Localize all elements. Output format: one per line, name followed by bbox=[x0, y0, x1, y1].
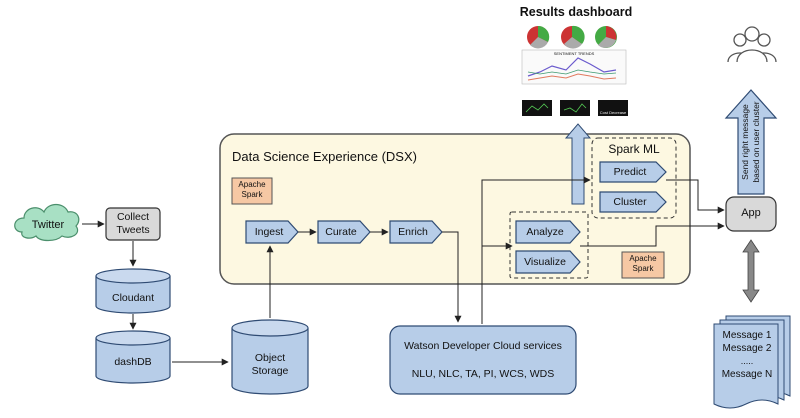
app-box bbox=[725, 196, 777, 232]
watson-box bbox=[389, 325, 577, 395]
apache-spark-box-2 bbox=[621, 251, 665, 279]
message-line-3: ..... bbox=[740, 356, 754, 366]
enrich-label: Enrich bbox=[398, 226, 428, 238]
watson-title: Watson Developer Cloud services bbox=[404, 340, 562, 352]
send-message-text: Send right message based on user cluster bbox=[740, 101, 761, 183]
analyze-chevron bbox=[515, 220, 581, 244]
apache-spark-label: Apache Spark bbox=[238, 180, 266, 199]
enrich-chevron bbox=[389, 220, 443, 244]
dashboard-pies bbox=[527, 25, 617, 49]
cloudant-label: Cloudant bbox=[111, 292, 155, 304]
dashdb-label: dashDB bbox=[114, 356, 152, 368]
users-icon bbox=[727, 26, 777, 63]
cluster-label: Cluster bbox=[613, 196, 647, 208]
app-label: App bbox=[741, 207, 761, 219]
collect-tweets-label: Collect Tweets bbox=[116, 211, 150, 236]
twitter-cloud bbox=[14, 203, 80, 242]
spark-ml-title: Spark ML bbox=[608, 142, 660, 156]
visualize-label: Visualize bbox=[524, 256, 566, 268]
object-storage-cylinder bbox=[231, 319, 309, 395]
ingest-label: Ingest bbox=[254, 226, 284, 238]
predict-label: Predict bbox=[613, 166, 647, 178]
message-line-1: Message 1 bbox=[722, 330, 772, 341]
dashboard-arrow bbox=[564, 123, 592, 205]
dashboard-tiles bbox=[522, 100, 628, 116]
watson-services: NLU, NLC, TA, PI, WCS, WDS bbox=[411, 368, 555, 380]
dashboard-chart-title: SENTIMENT TRENDS bbox=[553, 51, 595, 56]
ingest-chevron bbox=[245, 220, 299, 244]
dashboard-tile-label: Cost Decrease bbox=[599, 110, 627, 115]
send-message-arrow bbox=[724, 89, 778, 195]
analyze-label: Analyze bbox=[526, 226, 564, 238]
cluster-chevron bbox=[599, 191, 667, 213]
curate-label: Curate bbox=[325, 226, 357, 238]
visualize-chevron bbox=[515, 250, 581, 274]
object-storage-label: Object Storage bbox=[251, 352, 289, 377]
apache-spark-box bbox=[231, 177, 273, 205]
apache-spark-label-2: Apache Spark bbox=[629, 254, 657, 273]
message-documents bbox=[713, 315, 791, 409]
app-messages-arrow bbox=[742, 239, 760, 303]
message-line-2: Message 2 bbox=[722, 343, 772, 354]
twitter-label: Twitter bbox=[31, 219, 65, 231]
dashboard-line-chart bbox=[521, 49, 627, 85]
analyze-visualize-container bbox=[509, 211, 589, 279]
results-dashboard-title: Results dashboard bbox=[519, 5, 633, 19]
dashdb-cylinder bbox=[95, 330, 171, 384]
dsx-title: Data Science Experience (DSX) bbox=[232, 149, 417, 164]
predict-chevron bbox=[599, 161, 667, 183]
cloudant-cylinder bbox=[95, 268, 171, 314]
curate-chevron bbox=[317, 220, 371, 244]
collect-tweets-box bbox=[105, 207, 161, 241]
message-line-4: Message N bbox=[721, 369, 773, 380]
